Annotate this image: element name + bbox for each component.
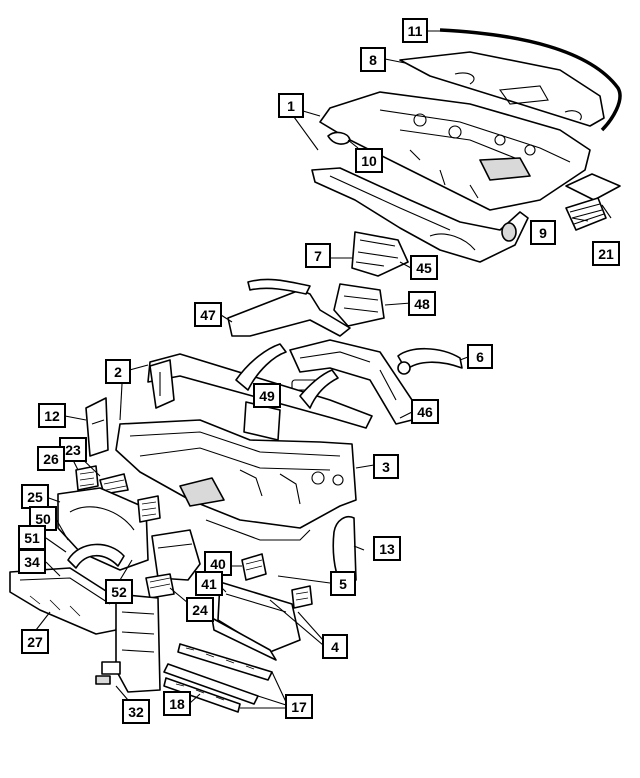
callout-41: 41 bbox=[195, 571, 223, 596]
callout-34-label: 34 bbox=[24, 554, 40, 570]
callout-49-label: 49 bbox=[259, 388, 275, 404]
callout-17: 17 bbox=[285, 694, 313, 719]
part-34-lower-trim bbox=[9, 567, 121, 635]
callout-26: 26 bbox=[37, 446, 65, 471]
callout-18: 18 bbox=[163, 691, 191, 716]
callout-6-label: 6 bbox=[476, 349, 484, 365]
part-47-demister-duct bbox=[227, 278, 351, 337]
part-10-clip bbox=[327, 131, 351, 145]
callout-2-label: 2 bbox=[114, 364, 122, 380]
callout-49: 49 bbox=[253, 383, 281, 408]
part-32-center-stack bbox=[95, 593, 161, 693]
callout-1-label: 1 bbox=[287, 98, 295, 114]
callout-47: 47 bbox=[194, 302, 222, 327]
callout-48: 48 bbox=[408, 291, 436, 316]
callout-34: 34 bbox=[18, 549, 46, 574]
callout-40-label: 40 bbox=[210, 556, 226, 572]
callout-45-label: 45 bbox=[416, 260, 432, 276]
callout-26-label: 26 bbox=[43, 451, 59, 467]
part-24-vent bbox=[145, 573, 175, 599]
part-26-vent bbox=[75, 465, 99, 491]
callout-18-label: 18 bbox=[169, 696, 185, 712]
part-40-vent bbox=[241, 553, 267, 581]
part-center-bezel bbox=[151, 529, 201, 581]
callout-10-label: 10 bbox=[361, 153, 377, 169]
callout-5: 5 bbox=[330, 571, 356, 596]
callout-52-label: 52 bbox=[111, 584, 127, 600]
part-48-connector bbox=[333, 283, 385, 327]
callout-47-label: 47 bbox=[200, 307, 216, 323]
part-6-side-duct bbox=[397, 347, 463, 375]
callout-21-label: 21 bbox=[598, 246, 614, 262]
part-defroster-duct bbox=[311, 167, 529, 263]
callout-3: 3 bbox=[373, 454, 399, 479]
callout-45: 45 bbox=[410, 255, 438, 280]
callout-27: 27 bbox=[21, 629, 49, 654]
part-18-bolster bbox=[163, 677, 241, 713]
callout-51: 51 bbox=[18, 525, 46, 550]
leader-lines bbox=[35, 30, 612, 709]
callout-1: 1 bbox=[278, 93, 304, 118]
part-5-vent bbox=[291, 585, 313, 609]
callout-8-label: 8 bbox=[369, 52, 377, 68]
callout-23-label: 23 bbox=[65, 442, 81, 458]
callout-17-label: 17 bbox=[291, 699, 307, 715]
callout-10: 10 bbox=[355, 148, 383, 173]
callout-46: 46 bbox=[411, 399, 439, 424]
part-9-speaker bbox=[501, 222, 517, 242]
callout-2: 2 bbox=[105, 359, 131, 384]
callout-48-label: 48 bbox=[414, 296, 430, 312]
callout-24-label: 24 bbox=[192, 602, 208, 618]
callout-24: 24 bbox=[186, 597, 214, 622]
callout-11: 11 bbox=[402, 18, 428, 43]
callout-9-label: 9 bbox=[539, 225, 547, 241]
callout-4-label: 4 bbox=[331, 639, 339, 655]
callout-51-label: 51 bbox=[24, 530, 40, 546]
callout-8: 8 bbox=[360, 47, 386, 72]
callout-6: 6 bbox=[467, 344, 493, 369]
callout-32: 32 bbox=[122, 699, 150, 724]
callout-3-label: 3 bbox=[382, 459, 390, 475]
callout-9: 9 bbox=[530, 220, 556, 245]
callout-11-label: 11 bbox=[408, 23, 423, 39]
callout-13-label: 13 bbox=[379, 541, 395, 557]
callout-7: 7 bbox=[305, 243, 331, 268]
part-3-panel-carrier bbox=[115, 419, 357, 541]
callout-32-label: 32 bbox=[128, 704, 144, 720]
part-45-duct bbox=[351, 231, 409, 277]
part-12-end-cap-left bbox=[85, 397, 109, 457]
callout-41-label: 41 bbox=[201, 576, 217, 592]
callout-12: 12 bbox=[38, 403, 66, 428]
callout-13: 13 bbox=[373, 536, 401, 561]
callout-25: 25 bbox=[21, 484, 49, 509]
part-11-seal-strip bbox=[439, 28, 622, 132]
part-4-glove-box bbox=[211, 581, 301, 661]
callout-50-label: 50 bbox=[35, 511, 51, 527]
part-21-airbag bbox=[565, 173, 621, 231]
callout-25-label: 25 bbox=[27, 489, 43, 505]
callout-46-label: 46 bbox=[417, 404, 433, 420]
part-52-center-vent bbox=[137, 495, 161, 523]
callout-40: 40 bbox=[204, 551, 232, 576]
part-8-top-cover bbox=[399, 51, 605, 127]
callout-7-label: 7 bbox=[314, 248, 322, 264]
part-25-cluster-bezel bbox=[57, 487, 149, 571]
callout-27-label: 27 bbox=[27, 634, 43, 650]
callout-5-label: 5 bbox=[339, 576, 347, 592]
callout-12-label: 12 bbox=[44, 408, 60, 424]
callout-4: 4 bbox=[322, 634, 348, 659]
callout-52: 52 bbox=[105, 579, 133, 604]
callout-21: 21 bbox=[592, 241, 620, 266]
part-17-bolster-trim bbox=[163, 643, 273, 705]
